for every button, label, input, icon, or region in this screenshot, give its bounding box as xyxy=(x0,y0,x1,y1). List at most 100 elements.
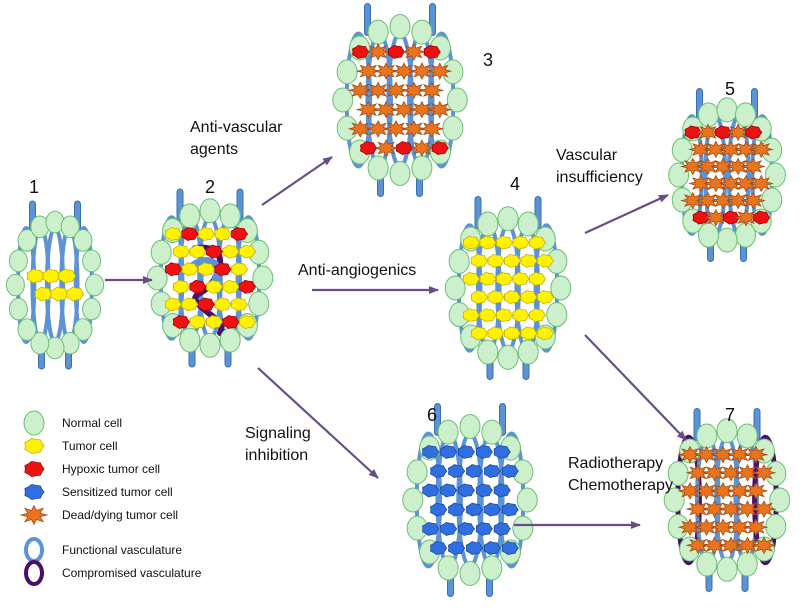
normal-cell xyxy=(459,414,481,439)
normal-cell xyxy=(736,423,758,449)
dead-tumor-cell xyxy=(710,191,736,210)
hypoxic-tumor-cell xyxy=(238,279,257,294)
normal-cell xyxy=(5,273,25,297)
tumor-cell xyxy=(205,315,224,329)
dead-tumor-cell xyxy=(409,139,435,157)
sensitized-tumor-cell xyxy=(475,483,493,498)
sensitized-tumor-cell xyxy=(422,483,440,498)
sensitized-tumor-cell xyxy=(457,483,476,498)
sensitized-tumor-cell xyxy=(483,464,501,479)
sensitized-tumor-cell xyxy=(475,444,493,459)
normal-cell xyxy=(497,206,519,232)
tumor-cell xyxy=(205,279,224,294)
tumor-cell xyxy=(197,262,216,277)
hypoxic-tumor-cell xyxy=(423,44,441,59)
dead-tumor-cell xyxy=(748,140,774,159)
dead-tumor-cell xyxy=(19,504,49,526)
tumor-cell xyxy=(164,297,183,312)
arrow-label-4-5: Vascular xyxy=(556,147,618,164)
dead-tumor-cell xyxy=(701,536,728,555)
stage-1: 1 xyxy=(5,177,105,370)
tumor-cell xyxy=(512,235,530,250)
dead-tumor-cell xyxy=(733,140,759,159)
legend-item-functional-vessel: Functional vasculature xyxy=(24,537,182,563)
dead-tumor-cell xyxy=(718,500,744,518)
tumor-cell xyxy=(181,297,199,312)
normal-cell xyxy=(735,222,757,248)
normal-cell xyxy=(437,555,459,581)
dead-tumor-cell xyxy=(701,463,728,482)
arrow-label-2-4: Anti-angiogenics xyxy=(298,262,416,279)
sensitized-tumor-cell xyxy=(493,521,511,536)
tumor-cell xyxy=(222,279,240,294)
legend-label: Hypoxic tumor cell xyxy=(62,462,160,476)
legend-label: Normal cell xyxy=(62,416,122,430)
hypoxic-tumor-cell xyxy=(24,460,45,478)
normal-cell xyxy=(60,215,80,239)
normal-cell xyxy=(550,275,572,301)
tumor-cell xyxy=(495,271,514,286)
tumor-cell xyxy=(181,262,199,277)
normal-cell xyxy=(764,162,786,188)
sensitized-tumor-cell xyxy=(447,541,466,556)
tumor-cell xyxy=(189,315,207,329)
arrow-4-5 xyxy=(584,193,669,235)
legend-label: Sensitized tumor cell xyxy=(62,485,173,499)
dead-tumor-cell xyxy=(734,500,761,518)
tumor-cell xyxy=(214,297,232,312)
dead-tumor-cell xyxy=(748,174,774,193)
normal-cell xyxy=(671,137,693,163)
normal-cell xyxy=(17,229,37,252)
dead-tumor-cell xyxy=(734,463,761,482)
tumor-cell xyxy=(512,308,530,323)
sensitized-tumor-cell xyxy=(465,541,484,556)
hypoxic-tumor-cell xyxy=(387,44,406,59)
sensitized-tumor-cell xyxy=(493,444,511,459)
dead-tumor-cell xyxy=(383,120,409,138)
tumor-cell xyxy=(536,290,555,305)
legend-label: Tumor cell xyxy=(62,439,118,453)
hypoxic-tumor-cell xyxy=(197,297,216,312)
tumor-cell xyxy=(230,297,249,312)
dead-tumor-cell xyxy=(751,500,777,518)
hypoxic-tumor-cell xyxy=(753,210,771,225)
normal-cell xyxy=(252,265,274,291)
sensitized-tumor-cell xyxy=(447,464,466,479)
normal-cell xyxy=(199,198,221,224)
hypoxic-tumor-cell xyxy=(714,125,733,140)
dead-tumor-cell xyxy=(685,463,711,482)
sensitized-tumor-cell xyxy=(501,541,519,556)
arrow-label-2-6: inhibition xyxy=(245,447,308,464)
dead-tumor-cell xyxy=(685,536,711,555)
stage-number: 7 xyxy=(725,405,735,425)
normal-cell xyxy=(497,344,519,370)
normal-cell xyxy=(17,318,37,341)
hypoxic-tumor-cell xyxy=(360,141,378,156)
normal-cell xyxy=(199,332,221,358)
hypoxic-tumor-cell xyxy=(181,227,199,241)
normal-cell xyxy=(459,561,481,586)
normal-cell xyxy=(85,273,105,297)
tumor-cell xyxy=(487,290,505,305)
tumor-cell xyxy=(528,235,547,250)
tumor-cell xyxy=(520,326,538,341)
dead-tumor-cell xyxy=(751,536,777,555)
dead-tumor-cell xyxy=(740,191,766,210)
hypoxic-tumor-cell xyxy=(189,279,207,294)
tumor-cell xyxy=(528,271,547,286)
dead-tumor-cell xyxy=(710,518,736,537)
tumor-cell xyxy=(172,279,191,294)
normal-cell xyxy=(150,239,172,265)
dead-tumor-cell xyxy=(401,81,427,100)
stage-2: 2 xyxy=(146,177,274,368)
legend-label: Compromised vasculature xyxy=(62,566,202,580)
normal-cell xyxy=(389,14,411,39)
tumor-cell xyxy=(34,286,53,302)
normal-cell xyxy=(716,227,738,253)
sensitized-tumor-cell xyxy=(501,502,519,517)
stage-number: 6 xyxy=(427,405,437,425)
normal-cell xyxy=(82,249,102,273)
dead-tumor-cell xyxy=(365,120,391,138)
dead-tumor-cell xyxy=(427,62,453,80)
tumor-cell xyxy=(238,315,257,329)
